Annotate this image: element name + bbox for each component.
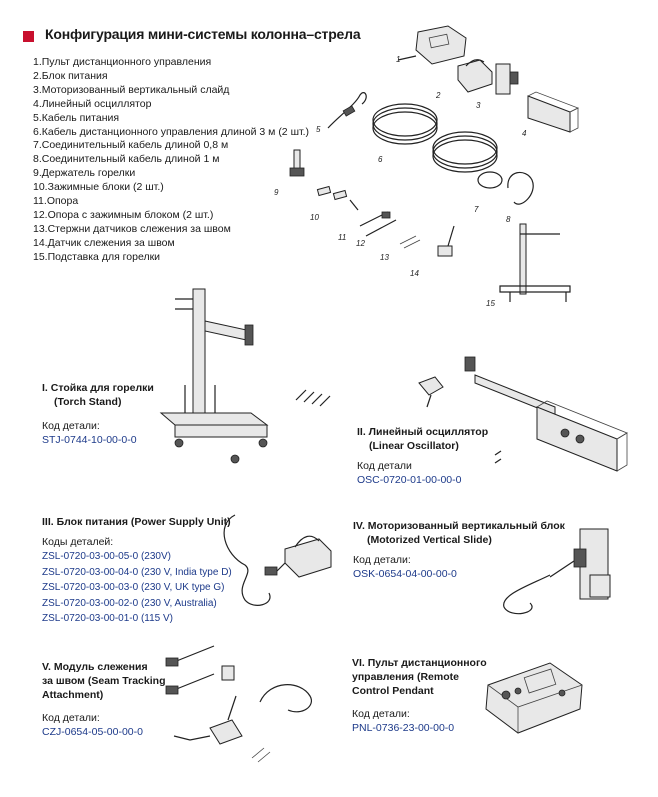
diagram-number: 12 [356, 239, 365, 248]
part-code-label: Код детали: [42, 712, 100, 724]
section-subtitle: (Motorized Vertical Slide) [367, 534, 492, 546]
diagram-torch-holder [289, 149, 305, 177]
section-title: V. Модуль слежения [42, 661, 148, 673]
diagram-number: 5 [316, 125, 321, 134]
section-title-line2: управления (Remote [352, 671, 459, 683]
section-power-supply: III. Блок питания (Power Supply Unit) Ко… [42, 515, 232, 627]
diagram-number: 10 [310, 213, 319, 222]
diagram-number: 6 [378, 155, 383, 164]
diagram-coiled-cable-3m [372, 103, 498, 173]
section-title: IV. Моторизованный вертикальный блок [353, 520, 565, 532]
diagram-number: 14 [410, 269, 419, 278]
section-title-line2: за швом (Seam Tracking [42, 675, 166, 687]
parts-list-item: 14.Датчик слежения за швом [33, 236, 175, 249]
parts-list-item: 10.Зажимные блоки (2 шт.) [33, 181, 164, 194]
page-title: Конфигурация мини-системы колонна–стрела [45, 26, 361, 42]
section-subtitle: (Torch Stand) [54, 396, 122, 408]
parts-list-item: 2.Блок питания [33, 69, 108, 82]
linear-oscillator-illustration [418, 356, 628, 472]
vertical-slide-illustration [503, 528, 611, 615]
seam-tracking-illustration [165, 645, 312, 763]
parts-list: 1.Пульт дистанционного управления 2.Блок… [33, 56, 309, 265]
section-linear-oscillator: II. Линейный осциллятор (Linear Oscillat… [357, 425, 488, 487]
part-code-label: Код детали: [353, 554, 411, 566]
parts-list-item: 15.Подставка для горелки [33, 250, 161, 263]
diagram-number: 15 [486, 299, 495, 308]
part-code: ZSL-0720-03-00-05-0 (230V) [42, 551, 171, 562]
part-code-list: ZSL-0720-03-00-05-0 (230V) ZSL-0720-03-0… [42, 549, 232, 627]
diagram-number: 11 [338, 233, 346, 242]
part-code: CZJ-0654-05-00-00-0 [42, 726, 143, 738]
diagram-linear-oscillator [527, 91, 579, 133]
diagram-power-supply [457, 59, 493, 93]
section-title: III. Блок питания (Power Supply Unit) [42, 516, 231, 528]
part-code-label: Код детали: [352, 708, 410, 720]
power-supply-illustration [223, 514, 332, 606]
parts-list-item: 7.Соединительный кабель длиной 0,8 м [33, 139, 229, 152]
part-code: PNL-0736-23-00-00-0 [352, 722, 455, 734]
diagram-sensor-rods [399, 235, 421, 249]
diagram-number: 7 [474, 205, 479, 214]
section-vertical-slide: IV. Моторизованный вертикальный блок (Mo… [353, 519, 565, 581]
section-title: II. Линейный осциллятор [357, 426, 489, 438]
part-code: ZSL-0720-03-00-02-0 (230 V, Australia) [42, 597, 217, 609]
diagram-remote-pendant [397, 25, 467, 65]
diagram-clamp-blocks [316, 185, 359, 211]
exploded-assembly-diagram: 1 2 3 4 5 6 7 8 9 10 11 12 13 14 15 [274, 25, 579, 308]
parts-list-item: 4.Линейный осциллятор [33, 97, 152, 110]
part-code: ZSL-0720-03-00-01-0 (115 V) [42, 613, 173, 624]
parts-list-item: 12.Опора с зажимным блоком (2 шт.) [33, 208, 214, 221]
bolts-illustration [295, 389, 331, 407]
diagram-number: 2 [435, 91, 441, 100]
title-marker [23, 31, 34, 42]
section-title: I. Стойка для горелки [42, 382, 154, 394]
parts-list-item: 13.Стержни датчиков слежения за швом [33, 222, 231, 235]
part-code-label: Код детали: [42, 420, 100, 432]
diagram-seam-sensor [437, 225, 455, 257]
section-title-line3: Control Pendant [352, 685, 434, 697]
part-code-label: Код детали [357, 460, 412, 472]
diagram-vertical-slide [495, 63, 519, 95]
section-remote-pendant: VI. Пульт дистанционного управления (Rem… [352, 656, 487, 735]
section-title-line3: Attachment) [42, 689, 104, 701]
diagram-power-cable [327, 92, 367, 129]
section-torch-stand: I. Стойка для горелки (Torch Stand) Код … [42, 381, 154, 447]
part-code: OSK-0654-04-00-00-0 [353, 568, 457, 580]
parts-list-item: 8.Соединительный кабель длиной 1 м [33, 153, 220, 166]
parts-list-item: 9.Держатель горелки [33, 167, 136, 180]
diagram-number: 13 [380, 253, 389, 262]
part-code: OSC-0720-01-00-00-0 [357, 474, 462, 486]
section-title: VI. Пульт дистанционного [352, 657, 487, 669]
parts-list-item: 1.Пульт дистанционного управления [33, 56, 212, 68]
diagram-number: 3 [476, 101, 481, 110]
remote-pendant-illustration [485, 662, 583, 734]
torch-stand-illustration [159, 288, 269, 464]
diagram-number: 4 [522, 129, 527, 138]
part-code: ZSL-0720-03-00-04-0 (230 V, India type D… [42, 566, 232, 578]
section-subtitle: (Linear Oscillator) [369, 440, 459, 452]
parts-list-item: 5.Кабель питания [33, 111, 120, 124]
diagram-supports [359, 211, 397, 237]
parts-list-item: 6.Кабель дистанционного управления длино… [33, 125, 310, 138]
diagram-number: 9 [274, 188, 279, 197]
diagram-connection-cables [477, 171, 534, 205]
part-code: ZSL-0720-03-00-03-0 (230 V, UK type G) [42, 582, 225, 593]
diagram-number: 1 [396, 55, 400, 64]
part-code-label: Коды деталей: [42, 536, 114, 548]
section-seam-tracking: V. Модуль слежения за швом (Seam Trackin… [42, 660, 165, 739]
part-code: STJ-0744-10-00-0-0 [42, 434, 137, 446]
parts-list-item: 3.Моторизованный вертикальный слайд [33, 83, 230, 96]
diagram-torch-stand [499, 223, 571, 302]
diagram-number: 8 [506, 215, 511, 224]
parts-list-item: 11.Опора [33, 195, 79, 208]
